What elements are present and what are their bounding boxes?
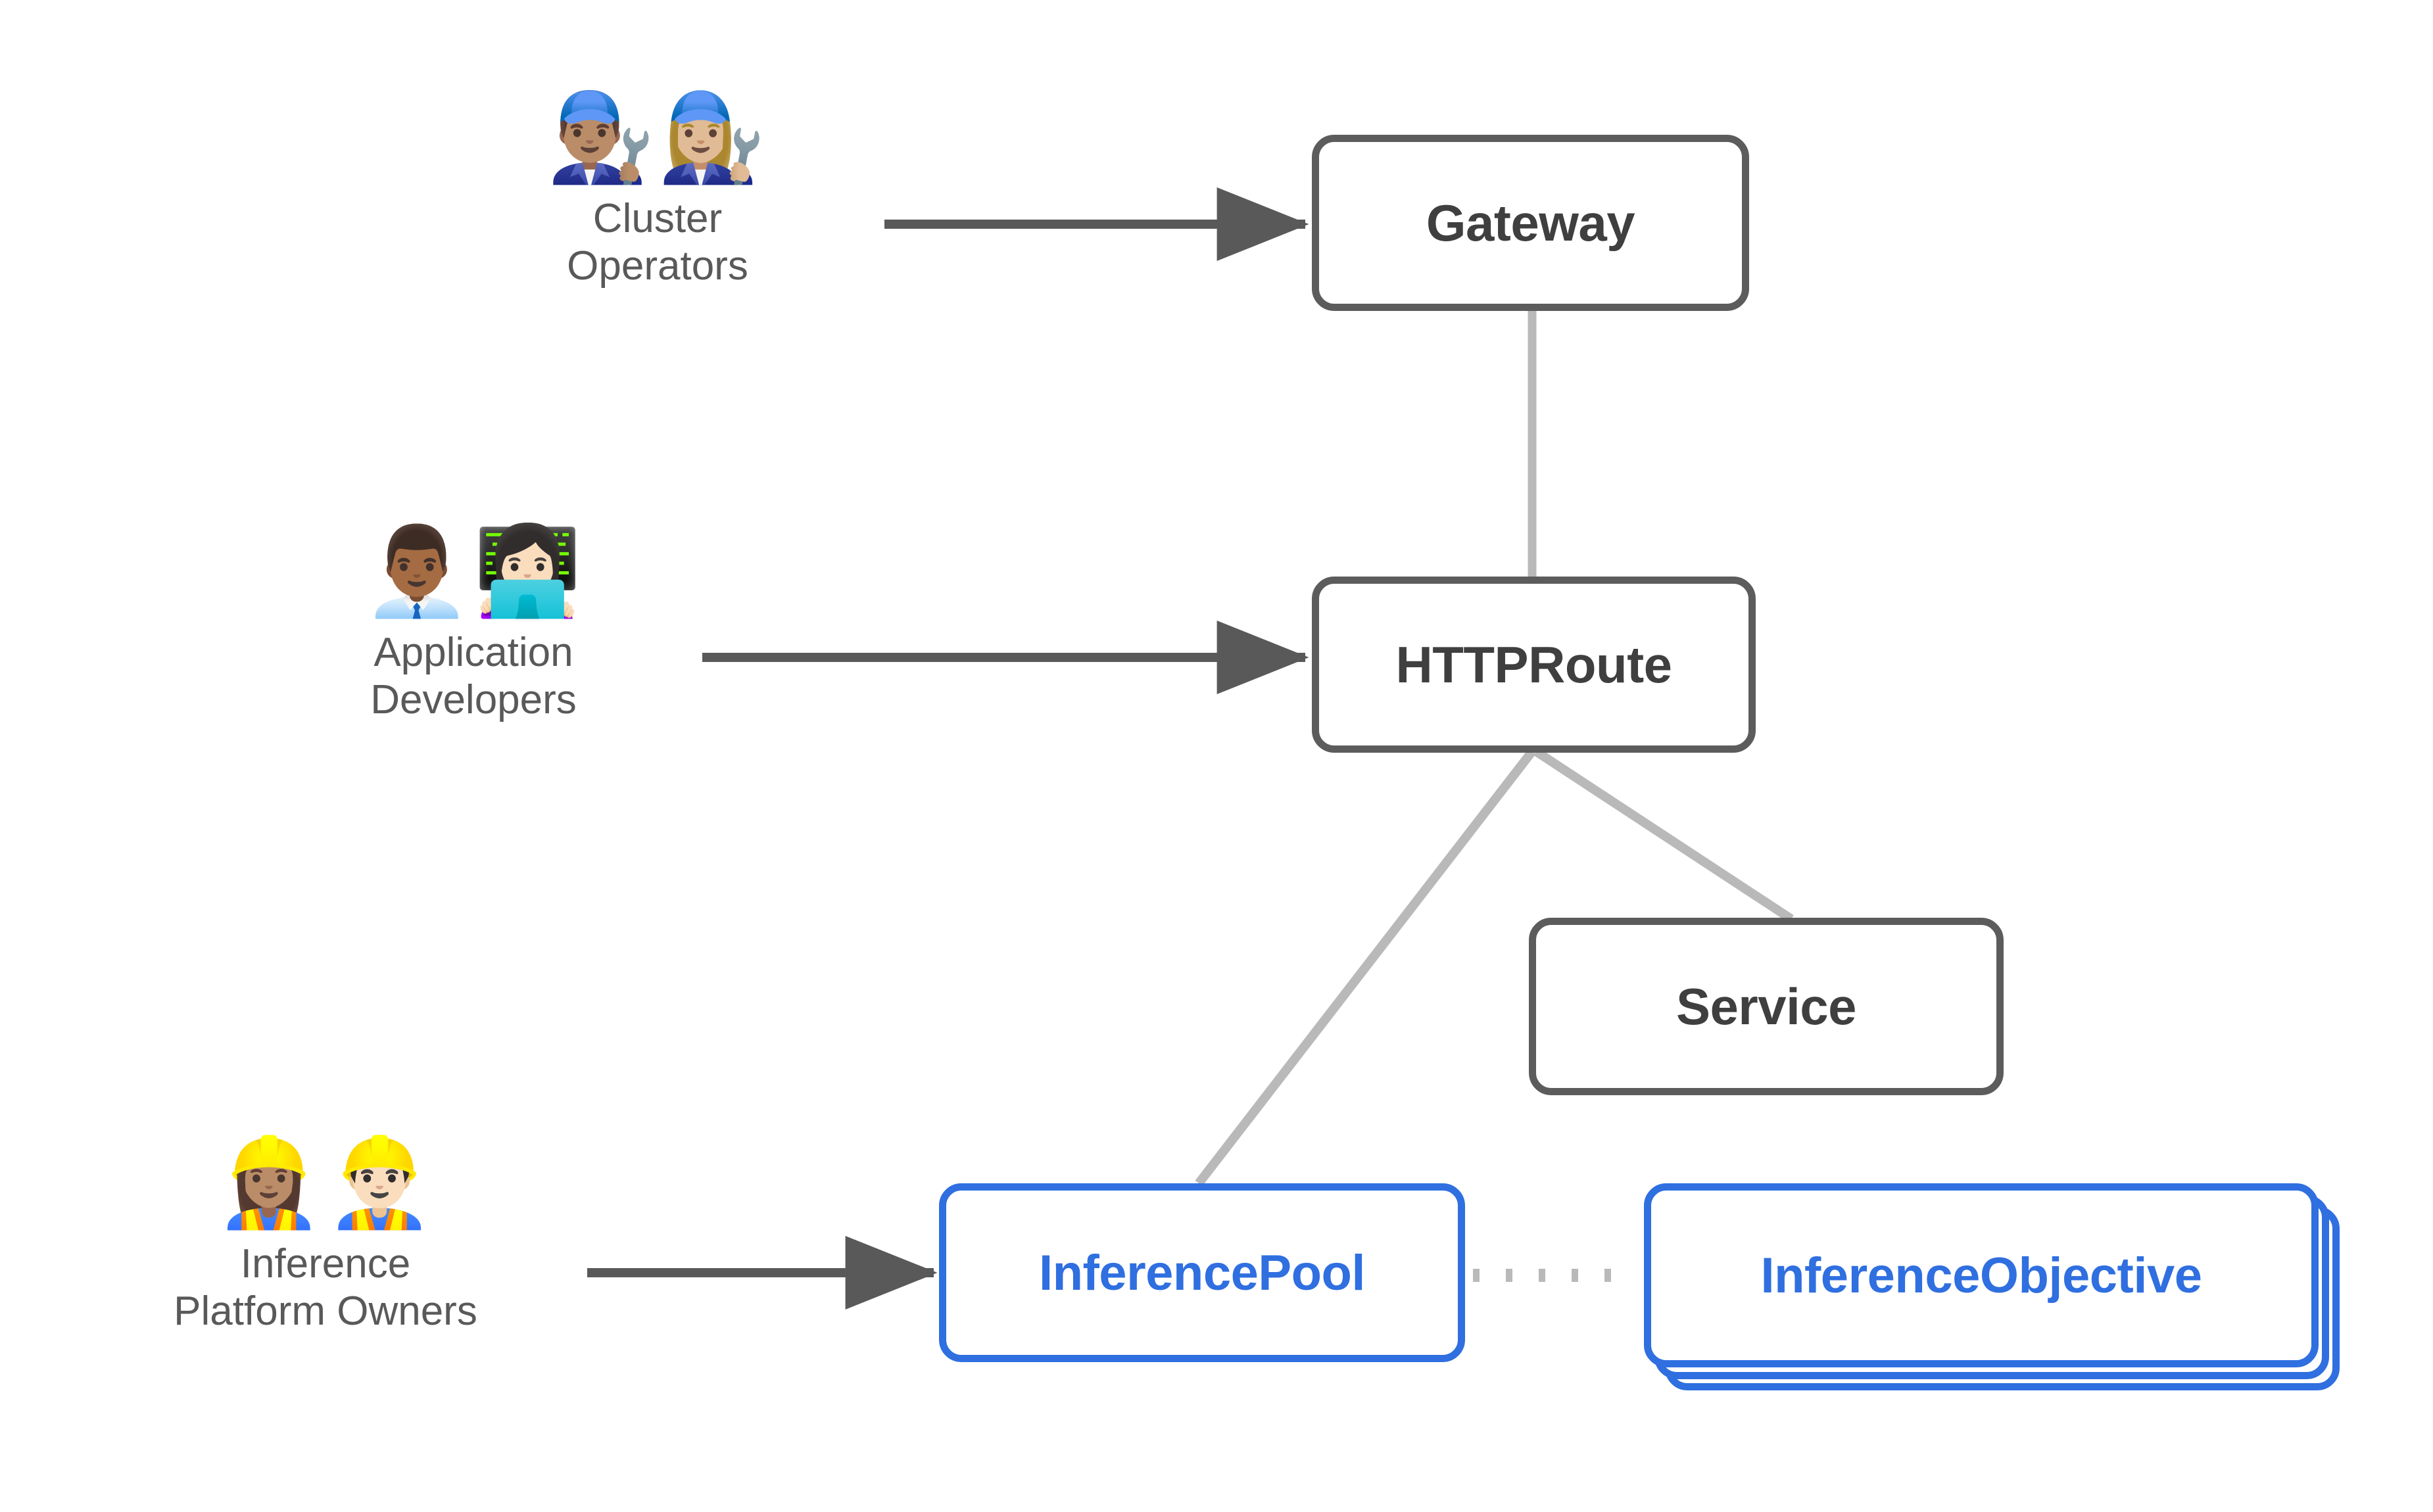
edge-httproute-service — [1533, 747, 1794, 923]
persona-inference-platform-owners[interactable]: 👷🏽‍♀️👷🏻‍♂️ Inference Platform Owners — [125, 1137, 526, 1335]
mechanic-pair-icon: 👨🏽‍🔧👩🏼‍🔧 — [546, 87, 769, 188]
construction-worker-pair-icon: 👷🏽‍♀️👷🏻‍♂️ — [214, 1132, 437, 1233]
node-label-service: Service — [1675, 977, 1857, 1035]
node-label-gateway: Gateway — [1426, 193, 1635, 252]
node-httproute[interactable]: HTTPRoute — [1312, 577, 1756, 753]
office-worker-technologist-pair-icon: 👨🏾‍💼👩🏻‍💻 — [362, 521, 585, 622]
node-gateway[interactable]: Gateway — [1312, 135, 1749, 311]
persona-cluster-operators[interactable]: 👨🏽‍🔧👩🏼‍🔧 Cluster Operators — [473, 92, 842, 289]
node-label-httproute: HTTPRoute — [1395, 635, 1672, 694]
persona-label-application-developers: Application Developers — [370, 629, 577, 722]
node-label-inferencepool: InferencePool — [1038, 1244, 1366, 1301]
node-inferencepool[interactable]: InferencePool — [939, 1183, 1465, 1362]
node-inferenceobjective[interactable]: InferenceObjective — [1644, 1183, 2319, 1367]
node-label-inferenceobjective: InferenceObjective — [1760, 1247, 2202, 1304]
edge-httproute-inferencepool — [1195, 748, 1536, 1187]
node-service[interactable]: Service — [1529, 918, 2004, 1095]
persona-application-developers[interactable]: 👨🏾‍💼👩🏻‍💻 Application Developers — [289, 526, 658, 723]
persona-label-cluster-operators: Cluster Operators — [567, 195, 748, 289]
persona-label-inference-platform-owners: Inference Platform Owners — [174, 1240, 477, 1334]
